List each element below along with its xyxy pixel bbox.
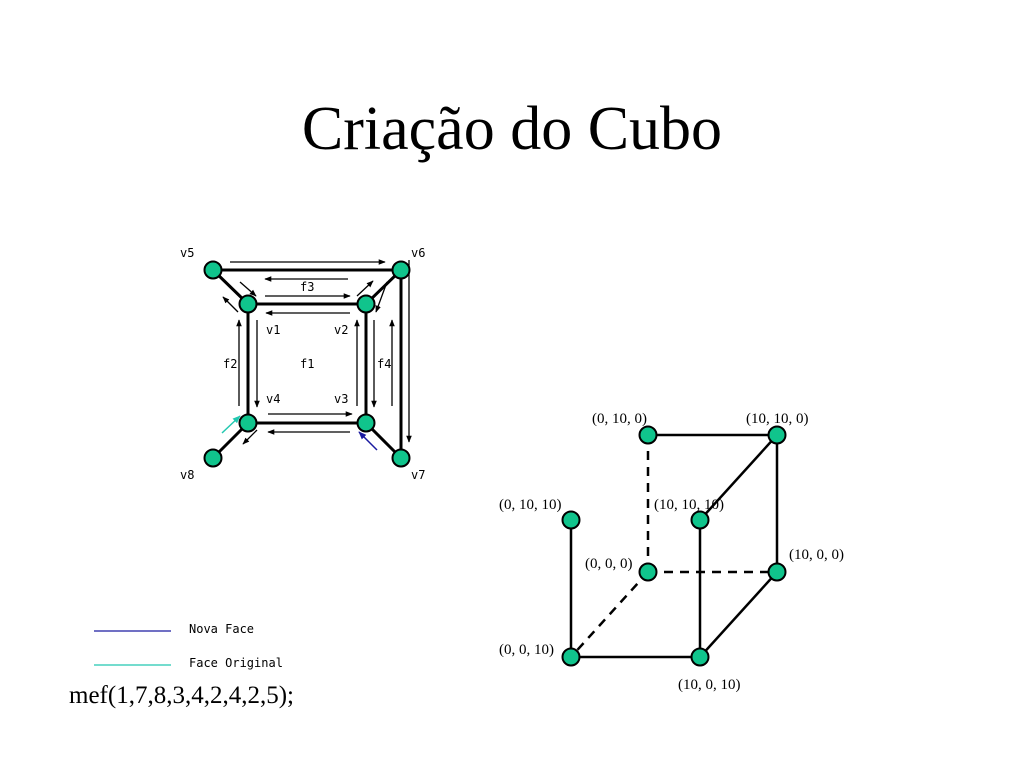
left-topology-diagram: v5 v6 v1 v2 v4 v3 v8 v7 f3 f1 f2 f4 [180, 246, 425, 482]
coord-label-0-0-0: (0, 0, 0) [585, 556, 633, 572]
arrow [239, 281, 257, 297]
vertex-v7 [391, 448, 411, 468]
coord-label-10-10-0: (10, 10, 0) [746, 411, 809, 427]
vertex-0-10-0 [638, 425, 658, 445]
edge-top-diagonal [699, 434, 778, 521]
label-f1: f1 [300, 357, 314, 371]
right-geometry-diagram: (0, 10, 0) (10, 10, 0) (0, 10, 10) (10, … [499, 411, 844, 693]
vertex-v1 [238, 294, 258, 314]
coord-label-0-10-0: (0, 10, 0) [592, 411, 647, 427]
vertex-v4 [238, 413, 258, 433]
vertex-v3 [356, 413, 376, 433]
label-v2: v2 [334, 323, 348, 337]
left-vertices [203, 260, 411, 468]
right-hidden-edges [570, 435, 777, 658]
label-v3: v3 [334, 392, 348, 406]
legend-face-original-label: Face Original [189, 656, 283, 670]
coord-label-10-10-10: (10, 10, 10) [654, 497, 724, 513]
right-vertices [561, 425, 787, 667]
right-coordinate-labels: (0, 10, 0) (10, 10, 0) (0, 10, 10) (10, … [499, 411, 844, 693]
vertex-0-0-10 [561, 647, 581, 667]
edge-bottom-diagonal [699, 571, 778, 658]
left-labels: v5 v6 v1 v2 v4 v3 v8 v7 f3 f1 f2 f4 [180, 246, 425, 482]
label-v6: v6 [411, 246, 425, 260]
vertex-10-0-0 [767, 562, 787, 582]
arrow [242, 429, 258, 445]
vertex-10-10-10 [690, 510, 710, 530]
coord-label-10-0-10: (10, 0, 10) [678, 677, 741, 693]
arrow [222, 296, 239, 313]
face-original-arrow [221, 415, 241, 434]
half-edge-arrows [222, 259, 412, 445]
label-v7: v7 [411, 468, 425, 482]
coord-label-0-10-10: (0, 10, 10) [499, 497, 562, 513]
vertex-0-10-10 [561, 510, 581, 530]
vertex-10-10-0 [767, 425, 787, 445]
legend-nova-face-label: Nova Face [189, 622, 254, 636]
vertex-10-0-10 [690, 647, 710, 667]
vertex-v2 [356, 294, 376, 314]
hidden-edge-bottom-diagonal [570, 571, 649, 658]
right-edges [569, 433, 779, 659]
vertex-v8 [203, 448, 223, 468]
label-v8: v8 [180, 468, 194, 482]
vertex-0-0-0 [638, 562, 658, 582]
label-v5: v5 [180, 246, 194, 260]
mef-command-text: mef(1,7,8,3,4,2,4,2,5); [69, 682, 294, 709]
label-f4: f4 [377, 357, 391, 371]
arrow [356, 280, 374, 297]
label-f2: f2 [223, 357, 237, 371]
arrow [375, 281, 388, 313]
label-v1: v1 [266, 323, 280, 337]
legend: Nova Face Face Original [94, 622, 283, 670]
coord-label-0-0-10: (0, 0, 10) [499, 642, 554, 658]
vertex-v5 [203, 260, 223, 280]
vertex-v6 [391, 260, 411, 280]
slide-title: Criação do Cubo [301, 95, 723, 163]
label-v4: v4 [266, 392, 280, 406]
label-f3: f3 [300, 280, 314, 294]
coord-label-10-0-0: (10, 0, 0) [789, 547, 844, 563]
nova-face-arrow [358, 431, 378, 451]
